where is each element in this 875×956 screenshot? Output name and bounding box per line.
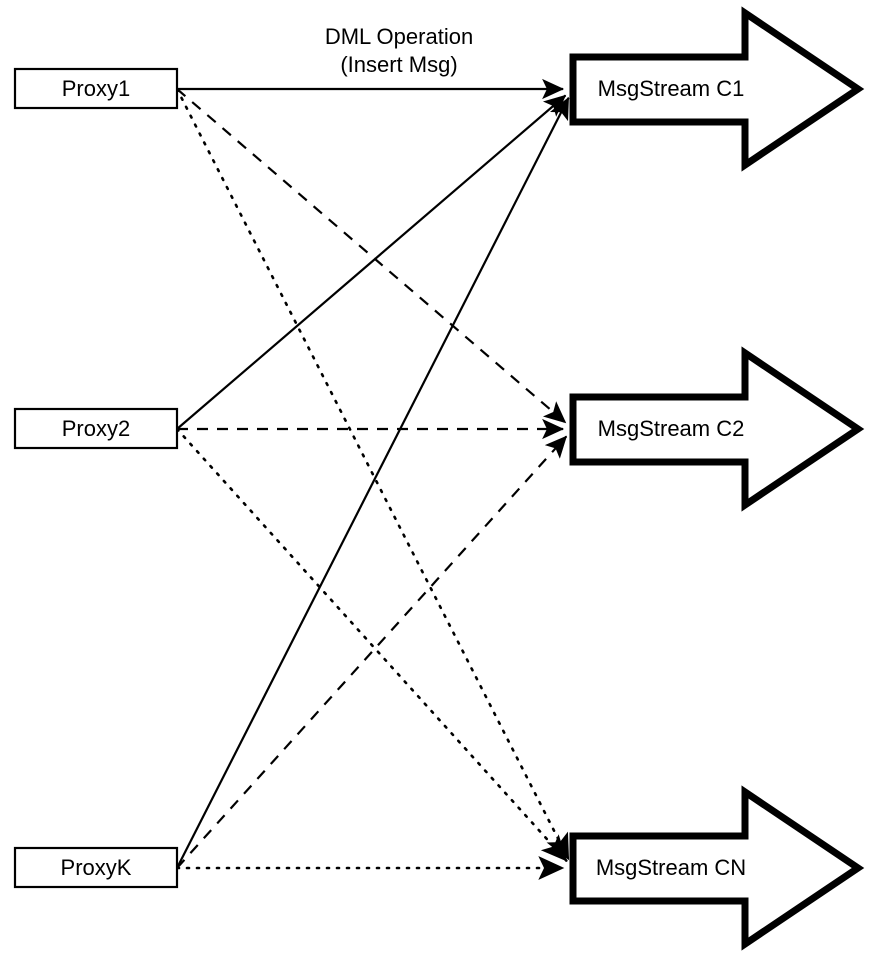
connector-pk-c2 [176,435,568,869]
msgstream-c1-label: MsgStream C1 [598,76,745,101]
connector-p2-c1 [176,94,567,430]
msgstream-cn[interactable]: MsgStream CN [569,785,865,951]
msgstream-cn-shape [569,785,865,951]
msgstream-c2-shape [569,346,865,512]
edge-label-line2: (Insert Msg) [340,52,457,77]
node-proxyk-box [13,846,179,889]
node-proxy1-box [13,67,179,110]
node-proxyk[interactable]: ProxyK [13,846,179,889]
msgstream-c1[interactable]: MsgStream C1 [569,6,865,172]
node-proxy2-label: Proxy2 [62,416,130,441]
node-proxy1[interactable]: Proxy1 [13,67,179,110]
connector-p1-c2 [176,88,567,424]
connections-layer [175,78,570,880]
msgstream-c1-shape [569,6,865,172]
msgstream-cn-label: MsgStream CN [596,855,746,880]
connector-pk-c1 [176,96,570,869]
node-proxy1-label: Proxy1 [62,76,130,101]
node-proxy2[interactable]: Proxy2 [13,407,179,450]
streams-layer: MsgStream C1 MsgStream C2 MsgStream CN [569,6,865,951]
msgstream-c2-label: MsgStream C2 [598,416,745,441]
node-proxy2-box [13,407,179,450]
connector-p1-cn [175,87,570,861]
edge-label-line1: DML Operation [325,24,473,49]
node-proxyk-label: ProxyK [61,855,132,880]
msgstream-c2[interactable]: MsgStream C2 [569,346,865,512]
edge-label-group: DML Operation (Insert Msg) [325,24,473,77]
connector-p2-cn [175,427,568,862]
